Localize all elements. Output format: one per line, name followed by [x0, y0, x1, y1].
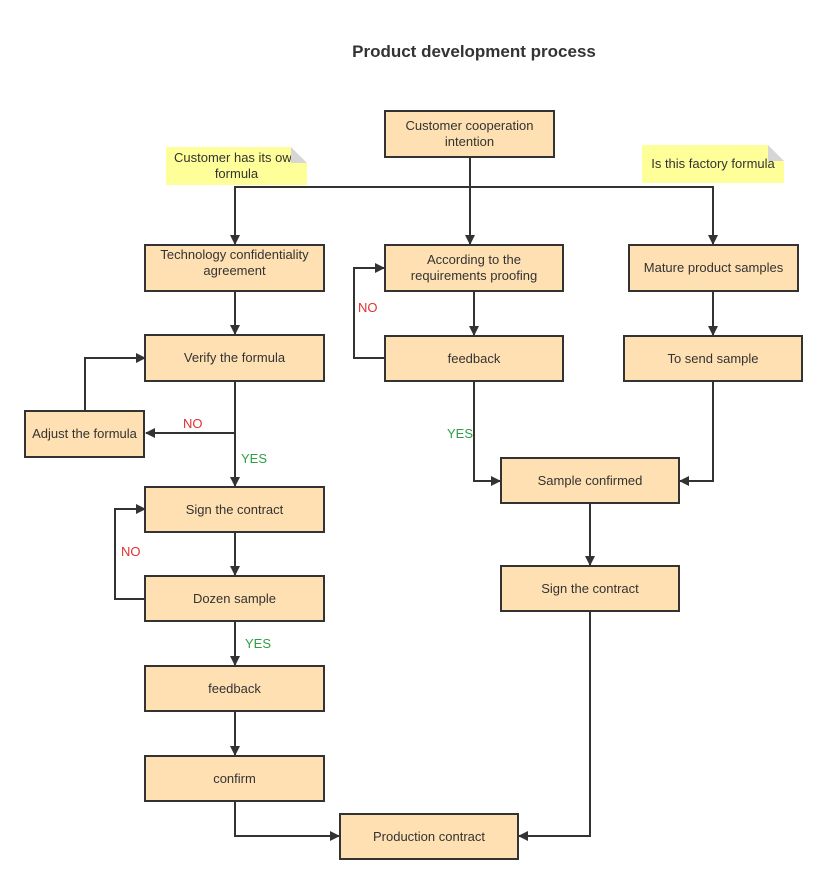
note-factory-formula: Is this factory formula	[642, 145, 784, 183]
diagram-title: Product development process	[352, 42, 596, 61]
node-sign-the-contract-right: Sign the contract	[500, 565, 680, 612]
edge-confirm-to-production	[234, 802, 340, 841]
label-yes-verify: YES	[241, 451, 268, 466]
node-adjust-the-formula: Adjust the formula	[24, 410, 145, 458]
edge-sign-to-production	[518, 612, 591, 841]
note-customer-own-formula: Customer has its own formula	[166, 147, 307, 185]
label-no-proofing: NO	[358, 300, 378, 315]
node-mature-product-samples: Mature product samples	[628, 244, 799, 292]
node-requirements-proofing: According to the requirements proofing	[384, 244, 564, 292]
edge-send-to-sample-confirmed	[679, 382, 714, 486]
edge-feedback-to-sample-confirmed	[473, 382, 501, 486]
node-feedback-left: feedback	[144, 665, 325, 712]
node-dozen-sample: Dozen sample	[144, 575, 325, 622]
node-to-send-sample: To send sample	[623, 335, 803, 382]
node-sample-confirmed: Sample confirmed	[500, 457, 680, 504]
node-verify-the-formula: Verify the formula	[144, 334, 325, 382]
edge-dozen-to-sign	[114, 504, 146, 600]
edge-intention-to-mature	[470, 186, 718, 245]
note-factory-formula-text: Is this factory formula	[651, 156, 775, 171]
edge-feedback-to-proofing	[353, 263, 385, 359]
node-customer-cooperation-intention: Customer cooperation intention	[384, 110, 555, 158]
note-fold-icon	[768, 145, 784, 161]
edge-intention-to-tech	[230, 186, 470, 245]
label-yes-feedback: YES	[447, 426, 474, 441]
label-no-adjust: NO	[183, 416, 203, 431]
note-customer-own-formula-text: Customer has its own formula	[174, 150, 299, 181]
label-yes-dozen: YES	[245, 636, 272, 651]
node-confirm: confirm	[144, 755, 325, 802]
node-technology-confidentiality-agreement: Technology confidentiality agreement	[144, 244, 325, 292]
node-sign-the-contract-left: Sign the contract	[144, 486, 325, 533]
edge-adjust-to-verify	[84, 353, 146, 410]
node-feedback-middle: feedback	[384, 335, 564, 382]
note-fold-icon	[291, 147, 307, 163]
node-production-contract: Production contract	[339, 813, 519, 860]
label-no-dozen: NO	[121, 544, 141, 559]
